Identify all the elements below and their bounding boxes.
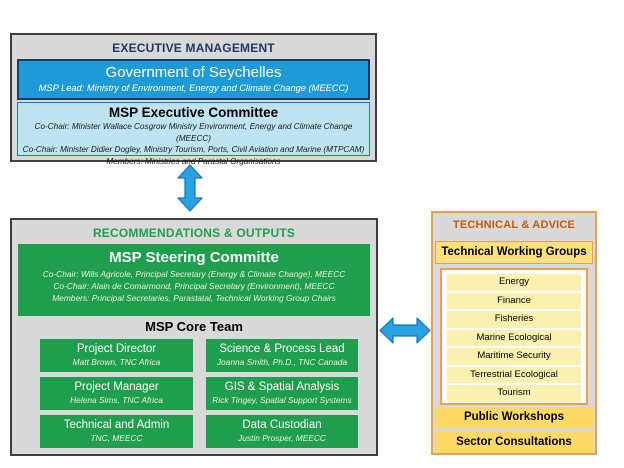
executive-management-box: EXECUTIVE MANAGEMENT Government of Seych… — [10, 33, 377, 166]
technical-advice-title: TECHNICAL & ADVICE — [452, 219, 576, 231]
steering-committee-line: Co-Chair: Wills Agricole, Principal Secr… — [42, 269, 346, 279]
team-role: GIS & Spatial Analysis — [224, 381, 340, 393]
team-person: Justin Prosper, MEECC — [238, 433, 326, 443]
team-person: Joanna Smith, Ph.D., TNC Canada — [216, 357, 348, 367]
team-role: Project Director — [76, 343, 157, 355]
public-workshops-banner: Public Workshops — [435, 407, 593, 428]
recommendations-outputs-title: RECOMMENDATIONS & OUTPUTS — [92, 226, 296, 240]
core-team-card-science-process-lead: Science & Process Lead Joanna Smith, Ph.… — [206, 339, 358, 372]
working-group-row: Marine Ecological — [447, 329, 581, 346]
core-team-title: MSP Core Team — [145, 319, 243, 334]
steering-committee-title: MSP Steering Committe — [109, 249, 279, 266]
team-person: Helena Sims, TNC Africa — [70, 395, 163, 405]
steering-committee-line: Co-Chair: Alain de Comarmond, Principal … — [53, 281, 335, 291]
team-role: Project Manager — [74, 381, 159, 393]
government-title: Government of Seychelles — [105, 64, 282, 81]
double-arrow-horizontal-icon — [379, 317, 431, 344]
government-of-seychelles-box: Government of Seychelles MSP Lead: Minis… — [17, 59, 370, 100]
steering-committee-box: MSP Steering Committe Co-Chair: Wills Ag… — [18, 244, 370, 316]
recommendations-outputs-box: RECOMMENDATIONS & OUTPUTS MSP Steering C… — [10, 218, 378, 456]
working-group-row: Fisheries — [447, 311, 581, 328]
working-groups-header: Technical Working Groups — [435, 241, 593, 264]
core-team-card-gis-spatial-analysis: GIS & Spatial Analysis Rick Tingey, Spat… — [206, 377, 358, 410]
steering-committee-line: Members: Principal Secretaries, Parastat… — [52, 293, 336, 303]
team-person: TNC, MEECC — [90, 433, 143, 443]
working-group-row: Tourism — [447, 385, 581, 402]
working-group-row: Finance — [447, 292, 581, 309]
executive-committee-line: Co-Chair: Minister Wallace Cosgrow Minis… — [34, 122, 353, 143]
executive-committee-line: Members: Ministries and Parastal Organis… — [106, 156, 281, 166]
team-role: Science & Process Lead — [219, 343, 345, 355]
core-team-card-project-director: Project Director Matt Brown, TNC Africa — [40, 339, 193, 372]
working-group-row: Energy — [447, 274, 581, 291]
working-groups-panel: Energy Finance Fisheries Marine Ecologic… — [440, 268, 588, 405]
working-group-row: Maritime Security — [447, 348, 581, 365]
government-subtitle: MSP Lead: Ministry of Environment, Energ… — [38, 83, 349, 93]
technical-advice-box: TECHNICAL & ADVICE Technical Working Gro… — [431, 211, 597, 455]
team-person: Matt Brown, TNC Africa — [72, 357, 161, 367]
executive-management-title: EXECUTIVE MANAGEMENT — [112, 41, 275, 55]
executive-committee-box: MSP Executive Committee Co-Chair: Minist… — [17, 102, 370, 166]
team-person: Rick Tingey, Spatial Support Systems — [212, 395, 352, 405]
core-team-card-data-custodian: Data Custodian Justin Prosper, MEECC — [206, 415, 358, 448]
core-team-card-technical-admin: Technical and Admin TNC, MEECC — [40, 415, 193, 448]
team-role: Technical and Admin — [63, 419, 170, 431]
sector-consultations-banner: Sector Consultations — [435, 432, 593, 453]
double-arrow-vertical-icon — [177, 164, 203, 212]
team-role: Data Custodian — [242, 419, 322, 431]
core-team-grid: Project Director Matt Brown, TNC Africa … — [40, 339, 358, 448]
working-group-row: Terrestrial Ecological — [447, 366, 581, 383]
core-team-card-project-manager: Project Manager Helena Sims, TNC Africa — [40, 377, 193, 410]
executive-committee-line: Co-Chair: Minister Didier Dogley, Minist… — [22, 145, 365, 154]
executive-committee-title: MSP Executive Committee — [108, 105, 279, 120]
